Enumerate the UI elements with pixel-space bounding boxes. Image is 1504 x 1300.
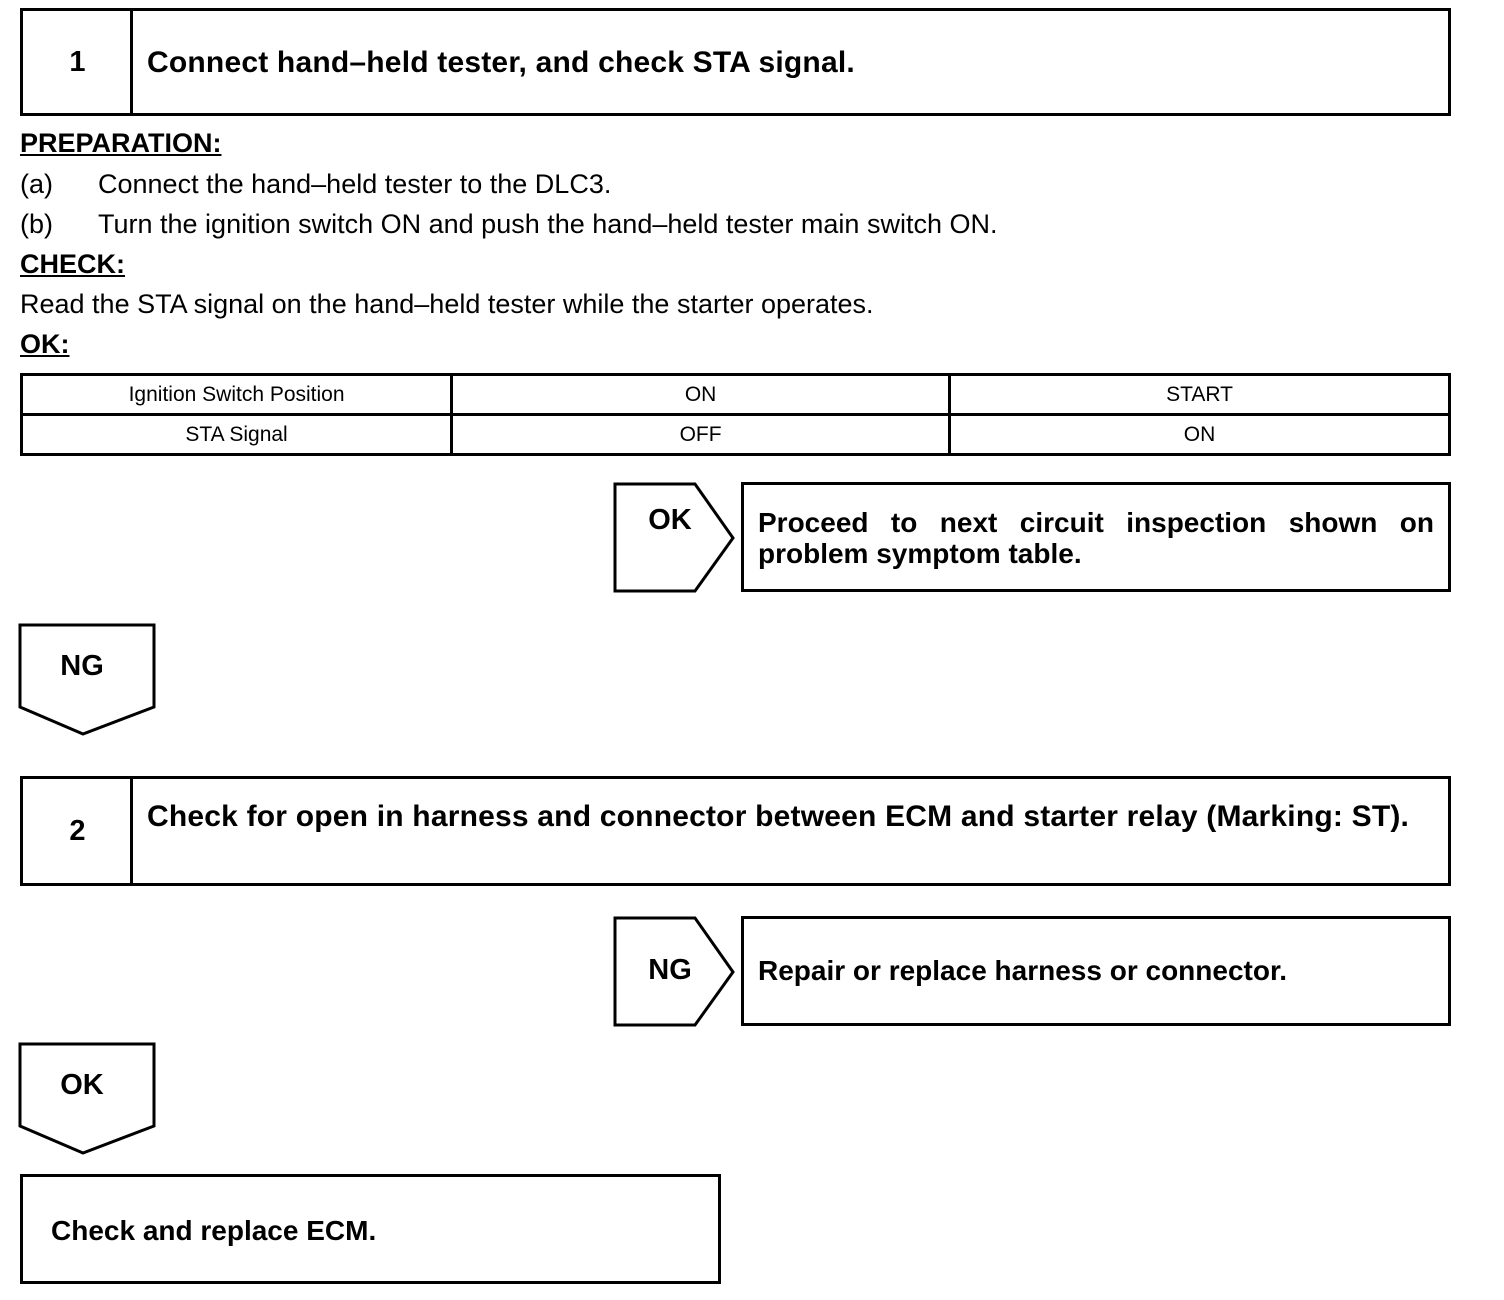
flow2-ok-label: OK	[60, 1069, 104, 1101]
step-1-number-text: 1	[69, 45, 86, 78]
flow1-ok-result: Proceed to next circuit inspection shown…	[741, 482, 1451, 592]
ok-heading: OK:	[20, 329, 70, 359]
table-cell: Ignition Switch Position	[19, 373, 454, 416]
step-2-number: 2	[20, 776, 132, 886]
ng-right-arrow-icon	[613, 916, 735, 1027]
check-heading: CHECK:	[20, 249, 125, 279]
table-cell: ON	[450, 373, 952, 416]
table-cell: START	[948, 373, 1451, 416]
table-cell: OFF	[450, 413, 952, 456]
prep-item-a-label: (a)	[20, 169, 53, 199]
ng-down-arrow-icon	[18, 623, 156, 736]
flow2-ng-label: NG	[648, 954, 692, 986]
flow1-ok-label: OK	[648, 504, 692, 536]
preparation-heading: PREPARATION:	[20, 128, 222, 158]
prep-item-b-label: (b)	[20, 209, 53, 239]
table-row: Ignition Switch Position ON START	[19, 373, 1451, 416]
step-2-number-text: 2	[69, 814, 86, 847]
flow1-ng-label: NG	[60, 650, 104, 682]
table-cell: STA Signal	[19, 413, 454, 456]
check-text: Read the STA signal on the hand–held tes…	[20, 289, 874, 319]
flow2-ng-result: Repair or replace harness or connector.	[741, 916, 1451, 1026]
step-1-number: 1	[20, 8, 132, 116]
prep-item-b-text: Turn the ignition switch ON and push the…	[98, 209, 998, 239]
table-cell: ON	[948, 413, 1451, 456]
ok-spec-table: Ignition Switch Position ON START STA Si…	[19, 373, 1451, 456]
prep-item-a-text: Connect the hand–held tester to the DLC3…	[98, 169, 612, 199]
step-2-title: Check for open in harness and connector …	[130, 776, 1451, 886]
ok-down-arrow-icon	[18, 1042, 156, 1155]
final-action-box: Check and replace ECM.	[20, 1174, 721, 1284]
table-row: STA Signal OFF ON	[19, 413, 1451, 456]
step-1-title: Connect hand–held tester, and check STA …	[130, 8, 1451, 116]
ok-right-arrow-icon	[613, 482, 735, 593]
